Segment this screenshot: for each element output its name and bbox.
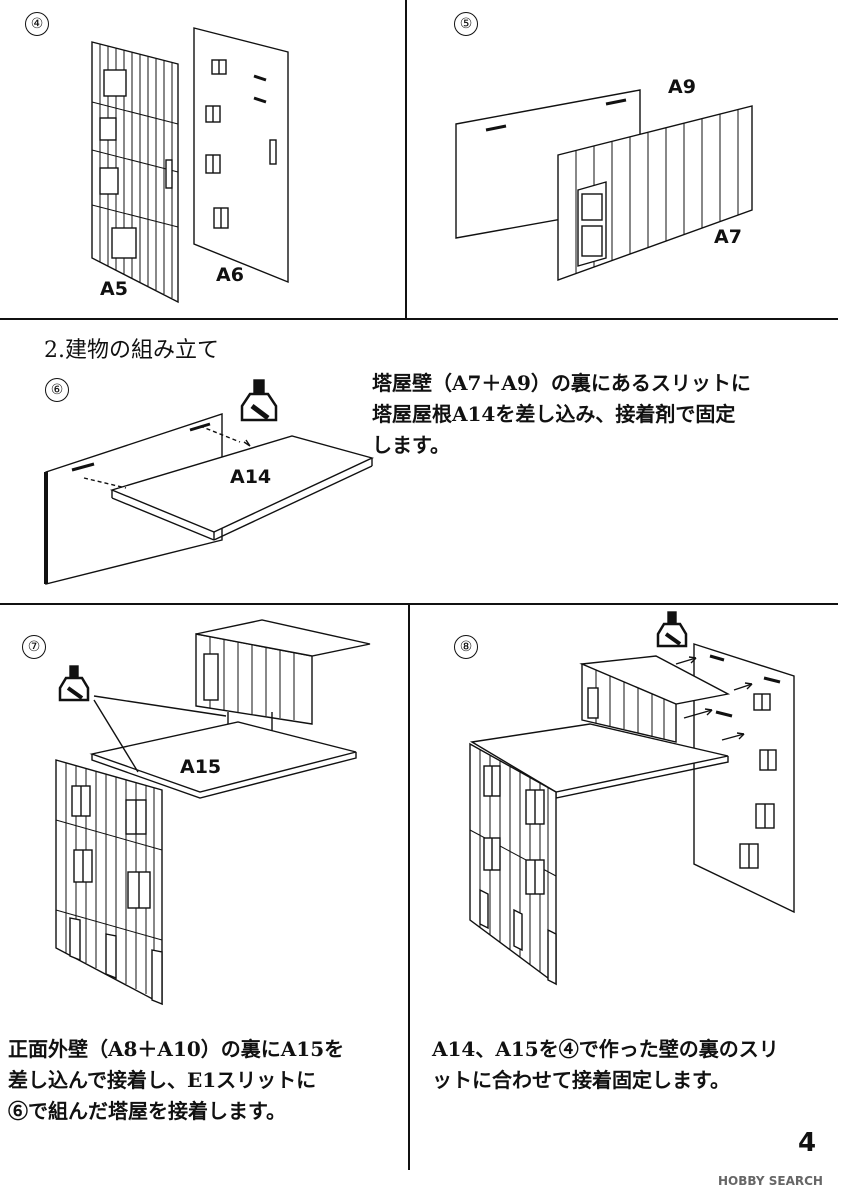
part-label-a15: A15 [180, 756, 222, 778]
step6-line-1: 塔屋壁（A7＋A9）の裏にあるスリットに [372, 371, 751, 395]
step8-line-1: A14、A15を④で作った壁の裏のスリ [432, 1037, 779, 1061]
part-label-a7: A7 [714, 226, 742, 248]
step7-line-1: 正面外壁（A8＋A10）の裏にA15を [8, 1037, 345, 1061]
step8-line-2: ットに合わせて接着固定します。 [432, 1068, 730, 1092]
part-label-a14: A14 [230, 466, 272, 488]
step6-line-2: 塔屋屋根A14を差し込み、接着剤で固定 [372, 402, 736, 426]
part-label-a9: A9 [668, 76, 696, 98]
divider-middle [0, 603, 838, 605]
step7-line-3: ⑥で組んだ塔屋を接着します。 [8, 1099, 286, 1123]
step8-instruction: A14、A15を④で作った壁の裏のスリ ットに合わせて接着固定します。 [432, 1034, 779, 1096]
step7-line-2: 差し込んで接着し、E1スリットに [8, 1068, 317, 1092]
page-number: 4 [798, 1128, 817, 1158]
glue-bottle-icon-1 [240, 379, 278, 422]
wall-a6-drawing [193, 27, 289, 284]
step-number-6: ⑥ [45, 378, 69, 402]
wall-a7-drawing [557, 105, 753, 281]
part-label-a6: A6 [216, 264, 244, 286]
step6-instruction: 塔屋壁（A7＋A9）の裏にあるスリットに 塔屋屋根A14を差し込み、接着剤で固定… [372, 368, 751, 461]
step-number-7: ⑦ [22, 635, 46, 659]
divider-top [0, 318, 838, 320]
watermark: HOBBY SEARCH [718, 1174, 823, 1188]
front-wall-assembly-drawing [55, 619, 371, 1006]
step-number-4: ④ [25, 12, 49, 36]
section-heading: 2.建物の組み立て [44, 338, 219, 363]
divider-vertical-bottom [408, 603, 410, 1170]
divider-vertical-top [405, 0, 407, 318]
step-number-8: ⑧ [454, 635, 478, 659]
step6-line-3: します。 [372, 433, 450, 457]
wall-a5-drawing [91, 41, 179, 304]
step7-instruction: 正面外壁（A8＋A10）の裏にA15を 差し込んで接着し、E1スリットに ⑥で組… [8, 1034, 344, 1127]
step-number-5: ⑤ [454, 12, 478, 36]
part-label-a5: A5 [100, 278, 128, 300]
glue-bottle-icon-2 [58, 665, 90, 702]
tower-assembly-drawing [44, 413, 375, 585]
full-assembly-drawing [469, 643, 795, 986]
glue-bottle-icon-3 [656, 611, 688, 648]
